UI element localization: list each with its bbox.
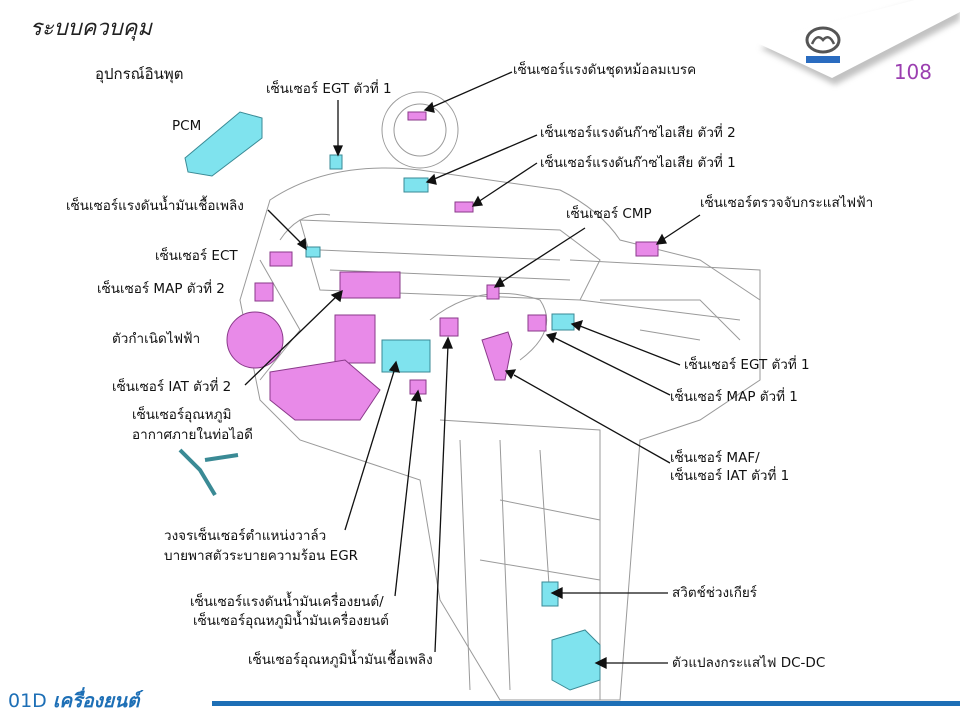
- label-pcm: PCM: [172, 118, 202, 134]
- label-exhaust-pressure-1: เซ็นเซอร์แรงดันก๊าซไอเสีย ตัวที่ 1: [540, 155, 736, 171]
- engine-outline: [239, 91, 761, 701]
- label-generator: ตัวกำเนิดไฟฟ้า: [112, 331, 201, 347]
- label-intake-temp-2: อากาศภายในท่อไอดี: [132, 427, 253, 443]
- label-exhaust-pressure-2: เซ็นเซอร์แรงดันก๊าซไอเสีย ตัวที่ 2: [540, 125, 736, 141]
- oil-sensor-icon: [439, 317, 459, 337]
- turbo-icon: [334, 314, 376, 364]
- egt-sensor-1-icon: [551, 313, 575, 331]
- label-intake-temp-1: เซ็นเซอร์อุณหภูมิ: [132, 407, 232, 423]
- label-current-sensor: เซ็นเซอร์ตรวจจับกระแสไฟฟ้า: [700, 195, 874, 211]
- page-title: ระบบควบคุม: [30, 16, 152, 41]
- label-egr-1: วงจรเซ็นเซอร์ตำแหน่งวาล์ว: [164, 528, 327, 544]
- map-sensor-2-icon: [254, 282, 274, 302]
- label-oil-2: เซ็นเซอร์อุณหภูมิน้ำมันเครื่องยนต์: [193, 613, 389, 629]
- label-ect: เซ็นเซอร์ ECT: [155, 248, 238, 264]
- label-egr-2: บายพาสตัวระบายความร้อน EGR: [164, 548, 359, 564]
- mazda-logo-icon: [805, 26, 841, 63]
- label-fuel-temp: เซ็นเซอร์อุณหภูมิน้ำมันเชื้อเพลิง: [248, 652, 433, 668]
- label-oil-1: เซ็นเซอร์แรงดันน้ำมันเครื่องยนต์/: [190, 594, 384, 610]
- iat-sensor-2-icon: [339, 271, 401, 299]
- label-iat2: เซ็นเซอร์ IAT ตัวที่ 2: [112, 379, 232, 395]
- label-map1: เซ็นเซอร์ MAP ตัวที่ 1: [670, 389, 798, 405]
- label-gear-switch: สวิตช์ช่วงเกียร์: [672, 585, 758, 601]
- pcm-module-icon: [184, 111, 263, 177]
- label-map2: เซ็นเซอร์ MAP ตัวที่ 2: [97, 281, 225, 297]
- footer-section: 01D เครื่องยนต์: [8, 686, 139, 716]
- footer-divider: [212, 701, 960, 706]
- page-number: 108: [893, 60, 932, 84]
- current-sensor-icon: [635, 241, 659, 257]
- generator-icon: [226, 311, 284, 369]
- footer-code: 01D: [8, 690, 47, 712]
- egr-valve-sensor-icon: [381, 339, 431, 373]
- label-egt1: เซ็นเซอร์ EGT ตัวที่ 1: [684, 357, 810, 373]
- intake-manifold-icon: [269, 359, 381, 421]
- exhaust-pressure-sensor-1-icon: [454, 201, 474, 213]
- section-subtitle: อุปกรณ์อินพุต: [95, 65, 184, 83]
- logo-banner: [755, 0, 960, 85]
- brake-booster-sensor-icon: [407, 111, 427, 121]
- label-dcdc: ตัวแปลงกระแสไฟ DC-DC: [672, 655, 826, 671]
- map-sensor-1-icon: [527, 314, 547, 332]
- exhaust-pressure-sensor-2-icon: [403, 177, 429, 193]
- dcdc-converter-icon: [551, 629, 601, 691]
- label-fuel-pressure: เซ็นเซอร์แรงดันน้ำมันเชื้อเพลิง: [66, 198, 244, 214]
- label-brake-booster: เซ็นเซอร์แรงดันชุดหม้อลมเบรค: [513, 62, 697, 78]
- ect-sensor-icon: [269, 251, 293, 267]
- label-cmp: เซ็นเซอร์ CMP: [566, 206, 652, 222]
- cmp-sensor-icon: [486, 284, 500, 300]
- maf-sensor-icon: [481, 331, 513, 381]
- fuel-pressure-sensor-icon: [305, 246, 321, 258]
- egt-sensor-top-icon: [329, 154, 343, 170]
- label-maf-2: เซ็นเซอร์ IAT ตัวที่ 1: [670, 468, 790, 484]
- label-egt-top: เซ็นเซอร์ EGT ตัวที่ 1: [266, 81, 392, 97]
- label-maf-1: เซ็นเซอร์ MAF/: [670, 450, 760, 466]
- intake-temp-sensor-icon: [178, 448, 239, 497]
- footer-section-name: เครื่องยนต์: [52, 690, 140, 712]
